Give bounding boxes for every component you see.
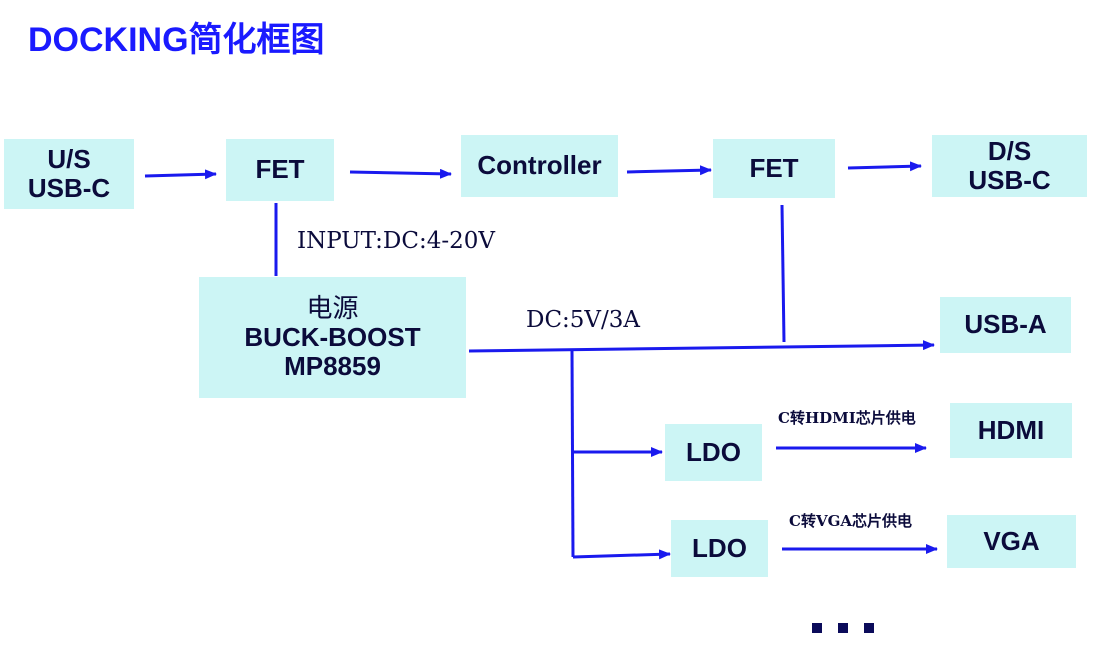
dc-output-label: DC:5V/3A	[526, 307, 641, 333]
us-usbc-line1: U/S	[47, 143, 91, 174]
ds-usbc-line1: D/S	[987, 135, 1032, 166]
more-ellipsis-icon	[812, 623, 874, 633]
power-line3: MP8859	[284, 351, 381, 382]
ldo2-block: LDO	[671, 520, 768, 577]
power-line1: 电源	[306, 292, 359, 323]
ds-usbc-block: D/S USB-C	[932, 135, 1087, 197]
line-bus-vertical	[570, 350, 575, 558]
fet2-label: FET	[749, 152, 799, 183]
ellipsis-dot	[838, 623, 848, 633]
usba-block: USB-A	[940, 297, 1071, 353]
controller-label: Controller	[477, 150, 602, 181]
controller-block: Controller	[461, 135, 618, 197]
ldo2-label: LDO	[692, 532, 747, 563]
ldo1-label: LDO	[686, 436, 741, 467]
us-usbc-line2: USB-C	[27, 173, 111, 203]
power-block: 电源 BUCK-BOOST MP8859	[199, 277, 466, 398]
fet1-label: FET	[255, 154, 305, 185]
line-fet2-down	[780, 204, 786, 343]
vga-label: VGA	[983, 525, 1040, 556]
arrow-fet2-to-dsc	[847, 161, 922, 172]
input-voltage-label: INPUT:DC:4-20V	[297, 228, 496, 254]
hdmi-power-label: C转HDMI芯片供电	[778, 409, 916, 427]
ldo1-block: LDO	[665, 424, 762, 481]
arrow-bus-to-ldo2	[572, 549, 671, 560]
ds-usbc-line2: USB-C	[968, 165, 1051, 195]
vga-power-label: C转VGA芯片供电	[789, 512, 913, 530]
hdmi-label: HDMI	[977, 414, 1045, 445]
ellipsis-dot	[812, 623, 822, 633]
diagram-title: DOCKING简化框图	[28, 21, 325, 59]
ellipsis-dot	[864, 623, 874, 633]
arrow-controller-to-fet2	[626, 165, 712, 176]
power-line2: BUCK-BOOST	[244, 321, 421, 352]
arrow-fet1-to-controller	[349, 168, 452, 179]
us-usbc-block: U/S USB-C	[4, 139, 134, 209]
arrow-power-to-usba	[468, 340, 935, 353]
fet2-block: FET	[713, 139, 835, 198]
usba-label: USB-A	[964, 309, 1047, 340]
vga-block: VGA	[947, 515, 1076, 568]
arrow-usc-to-fet1	[144, 169, 217, 180]
hdmi-block: HDMI	[950, 403, 1072, 458]
fet1-block: FET	[226, 139, 334, 201]
